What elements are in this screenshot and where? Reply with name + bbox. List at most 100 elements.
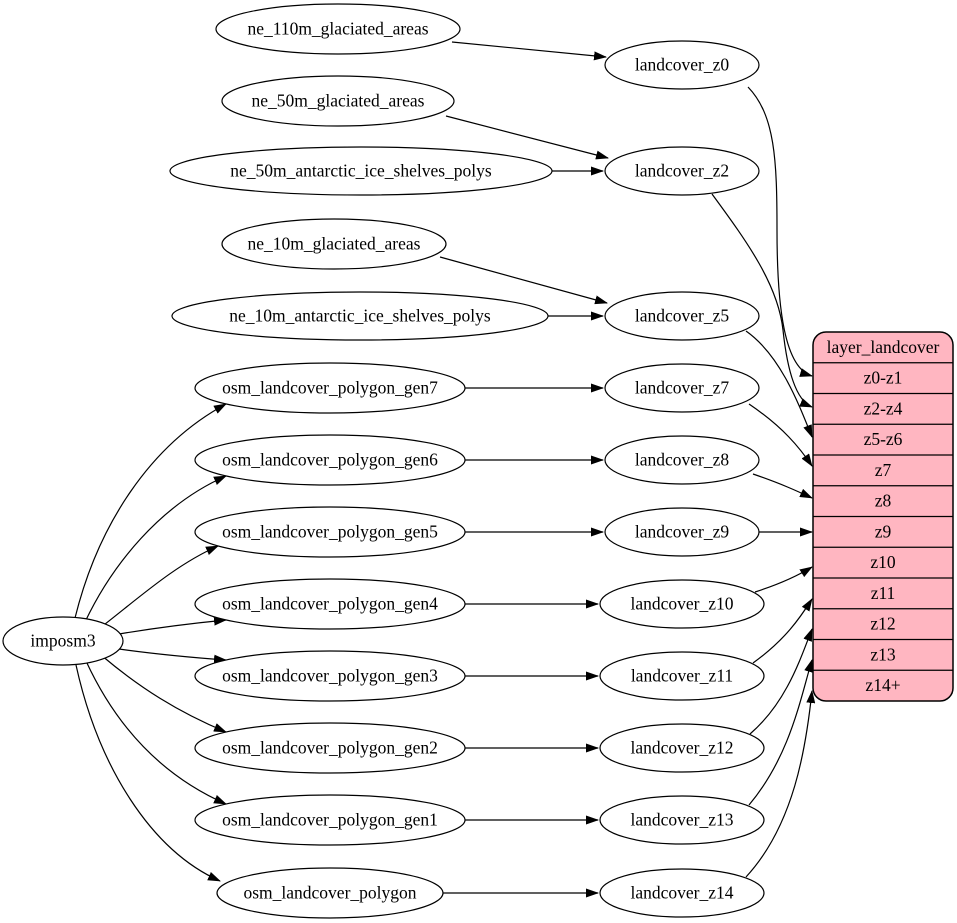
node-landcover_z0: landcover_z0 <box>604 40 760 90</box>
node-label-landcover_z12: landcover_z12 <box>630 738 733 758</box>
nodes-layer: imposm3 ne_110m_glaciated_areas ne_50m_gla… <box>2 3 765 919</box>
table-row-z9: z9 <box>875 521 892 541</box>
node-landcover_z11: landcover_z11 <box>599 651 765 701</box>
node-ellipse-landcover_z9 <box>604 507 760 557</box>
node-landcover_z14: landcover_z14 <box>599 868 765 918</box>
node-ellipse-landcover_z8 <box>604 435 760 485</box>
node-label-landcover_z13: landcover_z13 <box>630 810 733 830</box>
node-landcover_z8: landcover_z8 <box>604 435 760 485</box>
table-row-z5-z6: z5-z6 <box>864 429 903 449</box>
node-osm_landcover_polygon_gen4: osm_landcover_polygon_gen4 <box>194 578 466 630</box>
node-osm_landcover_polygon: osm_landcover_polygon <box>216 867 444 919</box>
node-label-osm_landcover_polygon: osm_landcover_polygon <box>243 883 416 903</box>
node-label-landcover_z10: landcover_z10 <box>630 594 733 614</box>
node-ellipse-landcover_z13 <box>599 795 765 845</box>
node-ellipse-osm_landcover_polygon_gen1 <box>194 794 466 846</box>
node-imposm3: imposm3 <box>2 616 124 666</box>
node-ellipse-osm_landcover_polygon_gen5 <box>194 506 466 558</box>
table-row-z8: z8 <box>875 491 892 511</box>
node-ellipse-landcover_z12 <box>599 723 765 773</box>
edge-imposm3-to-osm_landcover_polygon_gen7 <box>74 403 227 619</box>
edge-imposm3-to-osm_landcover_polygon <box>75 664 221 882</box>
table-row-z11: z11 <box>871 583 896 603</box>
node-osm_landcover_polygon_gen5: osm_landcover_polygon_gen5 <box>194 506 466 558</box>
node-label-ne_50m_antarctic_ice_shelves_polys: ne_50m_antarctic_ice_shelves_polys <box>230 161 492 181</box>
node-ellipse-osm_landcover_polygon <box>216 867 444 919</box>
node-ellipse-landcover_z7 <box>604 363 760 413</box>
edge-landcover_z10-to-z10 <box>754 566 813 593</box>
node-label-landcover_z5: landcover_z5 <box>635 306 730 326</box>
node-label-landcover_z8: landcover_z8 <box>635 450 730 470</box>
node-label-ne_10m_antarctic_ice_shelves_polys: ne_10m_antarctic_ice_shelves_polys <box>229 306 491 326</box>
node-label-ne_50m_glaciated_areas: ne_50m_glaciated_areas <box>252 91 425 111</box>
edge-imposm3-to-osm_landcover_polygon_gen1 <box>85 660 227 805</box>
node-landcover_z13: landcover_z13 <box>599 795 765 845</box>
node-label-landcover_z9: landcover_z9 <box>635 522 730 542</box>
edge-landcover_z13-to-z13 <box>748 659 813 806</box>
table-title: layer_landcover <box>827 337 940 357</box>
node-ellipse-osm_landcover_polygon_gen6 <box>194 434 466 486</box>
node-landcover_z5: landcover_z5 <box>604 291 760 341</box>
edge-landcover_z2-to-z2-z4 <box>711 193 813 408</box>
node-landcover_z12: landcover_z12 <box>599 723 765 773</box>
node-ellipse-ne_110m_glaciated_areas <box>215 3 461 55</box>
node-label-osm_landcover_polygon_gen6: osm_landcover_polygon_gen6 <box>222 450 438 470</box>
node-ellipse-osm_landcover_polygon_gen7 <box>194 362 466 414</box>
edge-landcover_z14-to-z14+ <box>745 690 816 878</box>
node-ellipse-landcover_z11 <box>599 651 765 701</box>
edge-landcover_z12-to-z12 <box>749 628 813 735</box>
node-label-landcover_z7: landcover_z7 <box>635 378 730 398</box>
edge-ne_10m_glaciated_areas-to-landcover_z5 <box>439 256 608 305</box>
table-row-z2-z4: z2-z4 <box>864 398 903 418</box>
node-ellipse-landcover_z2 <box>604 146 760 196</box>
table-row-z10: z10 <box>870 552 896 572</box>
node-ellipse-osm_landcover_polygon_gen3 <box>194 650 466 702</box>
node-label-landcover_z11: landcover_z11 <box>631 666 733 686</box>
node-osm_landcover_polygon_gen1: osm_landcover_polygon_gen1 <box>194 794 466 846</box>
node-label-osm_landcover_polygon_gen2: osm_landcover_polygon_gen2 <box>222 738 438 758</box>
table-row-z7: z7 <box>875 460 892 480</box>
node-landcover_z2: landcover_z2 <box>604 146 760 196</box>
node-ellipse-osm_landcover_polygon_gen2 <box>194 722 466 774</box>
node-ellipse-landcover_z10 <box>599 579 765 629</box>
node-label-landcover_z14: landcover_z14 <box>630 883 733 903</box>
node-ne_10m_glaciated_areas: ne_10m_glaciated_areas <box>221 218 447 270</box>
edge-imposm3-to-osm_landcover_polygon_gen4 <box>118 616 227 635</box>
node-ne_110m_glaciated_areas: ne_110m_glaciated_areas <box>215 3 461 55</box>
edge-imposm3-to-osm_landcover_polygon_gen5 <box>99 545 219 629</box>
edge-landcover_z5-to-z5-z6 <box>745 330 813 438</box>
node-ellipse-landcover_z5 <box>604 291 760 341</box>
node-ne_50m_antarctic_ice_shelves_polys: ne_50m_antarctic_ice_shelves_polys <box>169 146 553 196</box>
node-label-ne_10m_glaciated_areas: ne_10m_glaciated_areas <box>248 234 421 254</box>
edge-landcover_z7-to-z7 <box>748 403 813 467</box>
node-ellipse-landcover_z14 <box>599 868 765 918</box>
edge-imposm3-to-osm_landcover_polygon_gen3 <box>118 648 227 664</box>
node-ne_50m_glaciated_areas: ne_50m_glaciated_areas <box>221 75 455 127</box>
node-label-landcover_z0: landcover_z0 <box>635 55 730 75</box>
node-label-landcover_z2: landcover_z2 <box>635 161 729 181</box>
table-row-z14+: z14+ <box>865 675 900 695</box>
node-ne_10m_antarctic_ice_shelves_polys: ne_10m_antarctic_ice_shelves_polys <box>171 291 549 341</box>
edge-landcover_z0-to-z0-z1 <box>747 86 813 377</box>
node-ellipse-ne_50m_antarctic_ice_shelves_polys <box>169 146 553 196</box>
node-landcover_z9: landcover_z9 <box>604 507 760 557</box>
node-ellipse-ne_50m_glaciated_areas <box>221 75 455 127</box>
node-label-osm_landcover_polygon_gen5: osm_landcover_polygon_gen5 <box>222 522 438 542</box>
node-osm_landcover_polygon_gen2: osm_landcover_polygon_gen2 <box>194 722 466 774</box>
node-osm_landcover_polygon_gen7: osm_landcover_polygon_gen7 <box>194 362 466 414</box>
table-row-z0-z1: z0-z1 <box>864 368 903 388</box>
node-label-osm_landcover_polygon_gen3: osm_landcover_polygon_gen3 <box>222 666 438 686</box>
node-label-osm_landcover_polygon_gen4: osm_landcover_polygon_gen4 <box>222 594 438 614</box>
node-ellipse-ne_10m_antarctic_ice_shelves_polys <box>171 291 549 341</box>
node-landcover_z7: landcover_z7 <box>604 363 760 413</box>
table-layer: layer_landcover z0-z1 z2-z4 z5-z6 z7 z8 z9 z10 z… <box>812 331 954 702</box>
table-row-z13: z13 <box>870 644 896 664</box>
node-label-osm_landcover_polygon_gen1: osm_landcover_polygon_gen1 <box>222 810 438 830</box>
edge-imposm3-to-osm_landcover_polygon_gen2 <box>100 654 227 733</box>
node-ellipse-ne_10m_glaciated_areas <box>221 218 447 270</box>
node-ellipse-imposm3 <box>2 616 124 666</box>
table-row-z12: z12 <box>870 614 895 634</box>
edge-ne_50m_glaciated_areas-to-landcover_z2 <box>445 115 609 160</box>
